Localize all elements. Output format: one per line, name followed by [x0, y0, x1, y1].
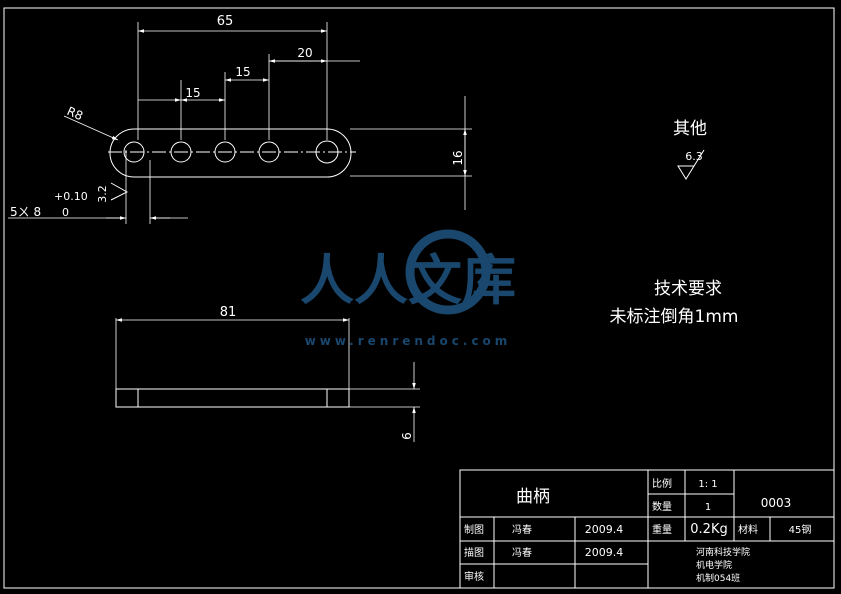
- other-roughness: 其他 6.3: [673, 119, 707, 180]
- drafter-label: 制图: [464, 523, 484, 536]
- qty-value: 1: [705, 502, 711, 513]
- sheet-border: [3, 7, 835, 589]
- dim-81: 81: [220, 305, 237, 320]
- school-line-1: 河南科技学院: [696, 546, 750, 558]
- dim-15-lower: 15: [185, 86, 200, 100]
- watermark-url: www.renrendoc.com: [305, 334, 512, 348]
- weight-label: 重量: [652, 523, 672, 536]
- school-line-2: 机电学院: [696, 559, 732, 571]
- dim-20: 20: [297, 46, 312, 60]
- title-block: 曲柄 比例 1: 1 数量 1 0003 重量 0.2Kg 材料 45钢 制图 …: [459, 469, 835, 589]
- other-roughness-label: 其他: [673, 119, 707, 139]
- reviewer-label: 审核: [464, 570, 484, 583]
- material-value: 45钢: [789, 523, 812, 536]
- technical-notes: 技术要求 未标注倒角1mm: [610, 279, 739, 327]
- roughness-symbol-other: [677, 165, 695, 180]
- dim-6: 6: [400, 432, 414, 440]
- watermark-text: 人人文库: [300, 249, 516, 312]
- notes-title: 技术要求: [654, 279, 722, 299]
- side-outline: [115, 388, 350, 408]
- part-name: 曲柄: [516, 487, 550, 507]
- drafter-name: 冯春: [512, 524, 532, 536]
- dim-16: 16: [451, 150, 465, 165]
- material-label: 材料: [738, 523, 758, 536]
- tracer-name: 冯春: [512, 547, 532, 559]
- drawing-number: 0003: [761, 496, 792, 510]
- front-view: 65 20 15 15 R8 16 3.2 5ㄨ 8 +0.10 0: [8, 14, 472, 224]
- notes-line1: 未标注倒角1mm: [610, 307, 739, 327]
- roughness-symbol-left: [110, 182, 129, 201]
- watermark: 人人文库 www.renrendoc.com: [300, 229, 516, 348]
- drafter-date: 2009.4: [585, 523, 624, 536]
- tol-upper: +0.10: [54, 190, 88, 203]
- dim-15-upper: 15: [235, 65, 250, 79]
- side-view: 81 6: [115, 305, 420, 442]
- tracer-label: 描图: [464, 546, 484, 559]
- qty-label: 数量: [652, 500, 672, 513]
- weight-value: 0.2Kg: [690, 522, 727, 537]
- scale-value: 1: 1: [698, 479, 717, 490]
- roughness-3-2: 3.2: [96, 185, 109, 203]
- dim-r8: R8: [65, 104, 85, 123]
- scale-label: 比例: [652, 477, 672, 490]
- school-line-3: 机制054班: [696, 572, 740, 584]
- part-outline: [109, 128, 352, 178]
- tracer-date: 2009.4: [585, 546, 624, 559]
- tol-lower: 0: [62, 206, 69, 219]
- dim-65: 65: [217, 14, 234, 29]
- watermark-logo-ring: [405, 229, 491, 315]
- hole-spec: 5ㄨ 8: [10, 205, 41, 219]
